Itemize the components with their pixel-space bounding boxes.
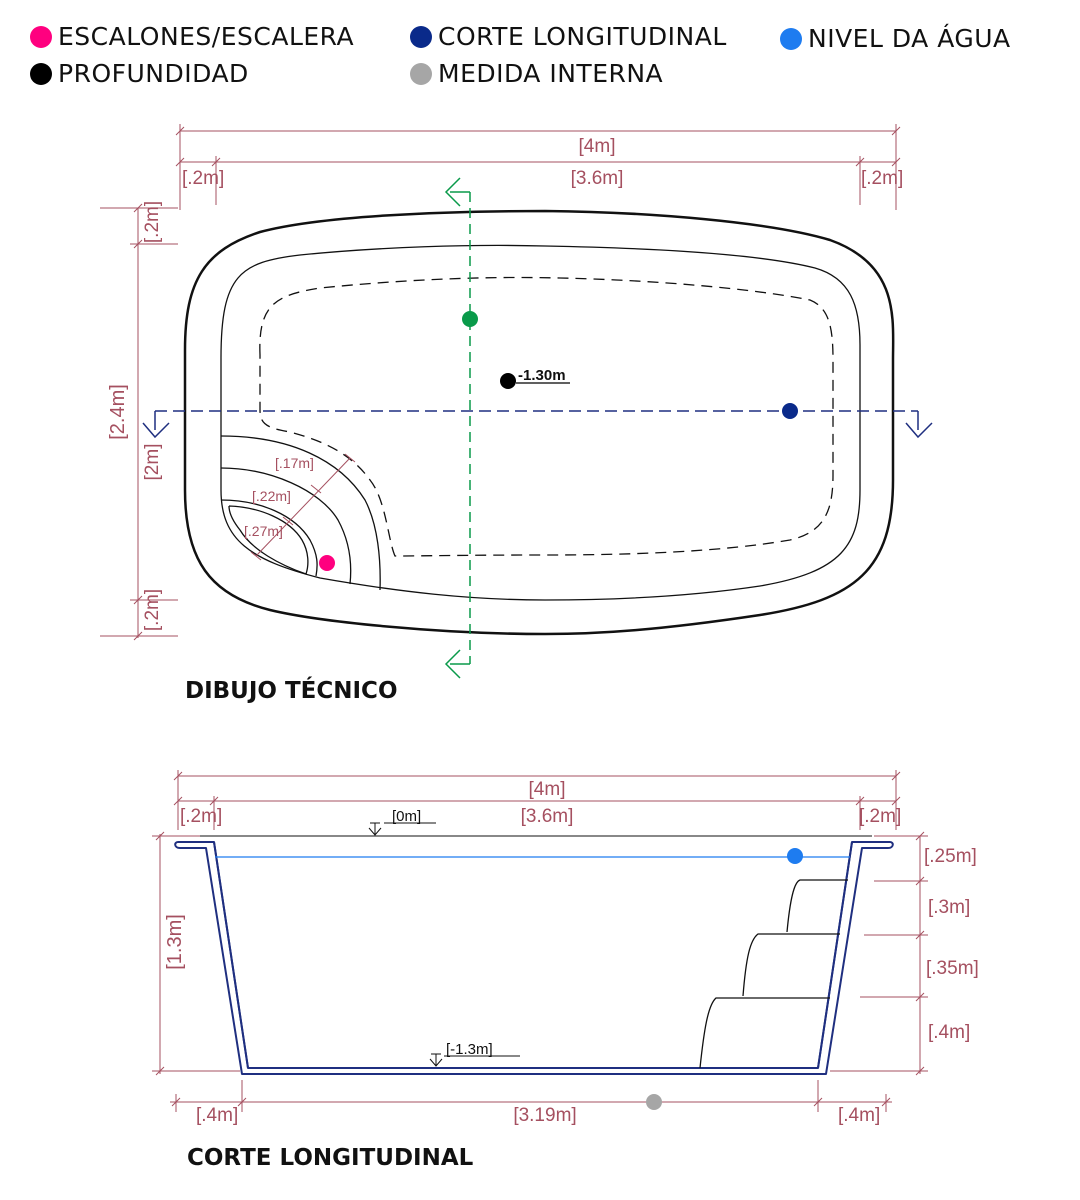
plan-left-dimension-lines (100, 203, 178, 641)
longitudinal-arrow-left-icon (142, 411, 170, 439)
legend-label-section: CORTE LONGITUDINAL (438, 22, 727, 51)
section-right-wall-inner (817, 841, 853, 1069)
section-top-dimension-lines (173, 770, 901, 830)
section-step-c: [.4m] (928, 1022, 970, 1043)
pool-bottom-outline (259, 276, 834, 557)
plan-inner-height: [2m] (142, 444, 163, 481)
plan-total-width: [4m] (579, 136, 616, 157)
water-level-marker (787, 848, 803, 864)
legend-dot-internal (410, 62, 432, 85)
legend-dot-depth (30, 62, 52, 85)
step-dimension-line (255, 457, 351, 557)
depth-marker (500, 373, 516, 389)
plan-inner-width: [3.6m] (571, 168, 624, 189)
steps-marker (319, 555, 335, 571)
section-right-border: [.2m] (859, 806, 901, 827)
legend-label-steps: ESCALONES/ESCALERA (58, 22, 355, 51)
section-total-width: [4m] (529, 779, 566, 800)
section-depth-dimension-lines (152, 831, 240, 1076)
legend-dot-steps (30, 25, 52, 48)
depth-label: -1.30m (518, 367, 566, 384)
section-bottom-dimension-lines (170, 1080, 892, 1112)
legend-label-internal: MEDIDA INTERNA (438, 59, 664, 88)
legend-item-internal: MEDIDA INTERNA (410, 59, 663, 88)
longitudinal-section-marker (782, 403, 798, 419)
top-level-label: [0m] (392, 808, 421, 825)
legend-item-depth: PROFUNDIDAD (30, 59, 249, 88)
legend-label-depth: PROFUNDIDAD (58, 59, 249, 88)
section-steps (699, 879, 848, 1069)
section-depth: [1.3m] (164, 914, 186, 970)
legend-dot-water (780, 27, 802, 50)
legend-item-water: NIVEL DA ÁGUA (780, 24, 1011, 53)
section-title: CORTE LONGITUDINAL (187, 1145, 474, 1171)
section-inner-width: [3.6m] (521, 806, 574, 827)
plan-total-height: [2.4m] (107, 384, 129, 440)
legend-item-section: CORTE LONGITUDINAL (410, 22, 727, 51)
section-bottom-width: [3.19m] (513, 1105, 576, 1126)
bottom-level-label: [-1.3m] (446, 1041, 493, 1058)
plan-left-border: [.2m] (182, 168, 224, 189)
longitudinal-arrow-right-icon (905, 411, 933, 439)
legend-label-water: NIVEL DA ÁGUA (808, 24, 1011, 53)
section-left-border: [.2m] (180, 806, 222, 827)
section-water-gap: [.25m] (924, 846, 977, 867)
pool-outer-edge (183, 209, 895, 636)
section-view: [4m] [3.6m] [.2m] [.2m] [0m] [-1.3m] (152, 770, 979, 1171)
bottom-level-marker-icon (429, 1053, 443, 1067)
section-step-b: [.35m] (926, 958, 979, 979)
plan-view: [4m] [3.6m] [.2m] [.2m] [.2m] [2.4m] [2m… (100, 124, 933, 704)
plan-top-border: [.2m] (142, 201, 163, 243)
section-bottom-left: [.4m] (196, 1105, 238, 1126)
step-depth-3: [.27m] (244, 523, 283, 539)
plan-right-border: [.2m] (861, 168, 903, 189)
step-dimension-ticks (250, 453, 356, 561)
plan-bottom-border: [.2m] (142, 589, 163, 631)
section-bottom-right: [.4m] (838, 1105, 880, 1126)
pool-inner-edge (220, 244, 861, 601)
legend-item-steps: ESCALONES/ESCALERA (30, 22, 354, 51)
section-shell (174, 841, 894, 1075)
step-depth-2: [.22m] (252, 488, 291, 504)
legend: ESCALONES/ESCALERA PROFUNDIDAD CORTE LON… (0, 0, 1080, 100)
pool-steps (220, 435, 381, 591)
cross-section-arrow-top-icon (444, 177, 470, 207)
section-right-dimension-lines (830, 831, 928, 1076)
cross-section-marker (462, 311, 478, 327)
step-depth-1: [.17m] (275, 455, 314, 471)
legend-dot-section (410, 25, 432, 48)
plan-title: DIBUJO TÉCNICO (185, 676, 398, 704)
plan-top-dimension-lines (175, 124, 901, 210)
section-step-a: [.3m] (928, 897, 970, 918)
cross-section-arrow-bottom-icon (444, 649, 470, 679)
top-level-marker-icon (368, 822, 382, 836)
internal-measure-marker (646, 1094, 662, 1110)
section-left-wall-inner (213, 841, 249, 1069)
